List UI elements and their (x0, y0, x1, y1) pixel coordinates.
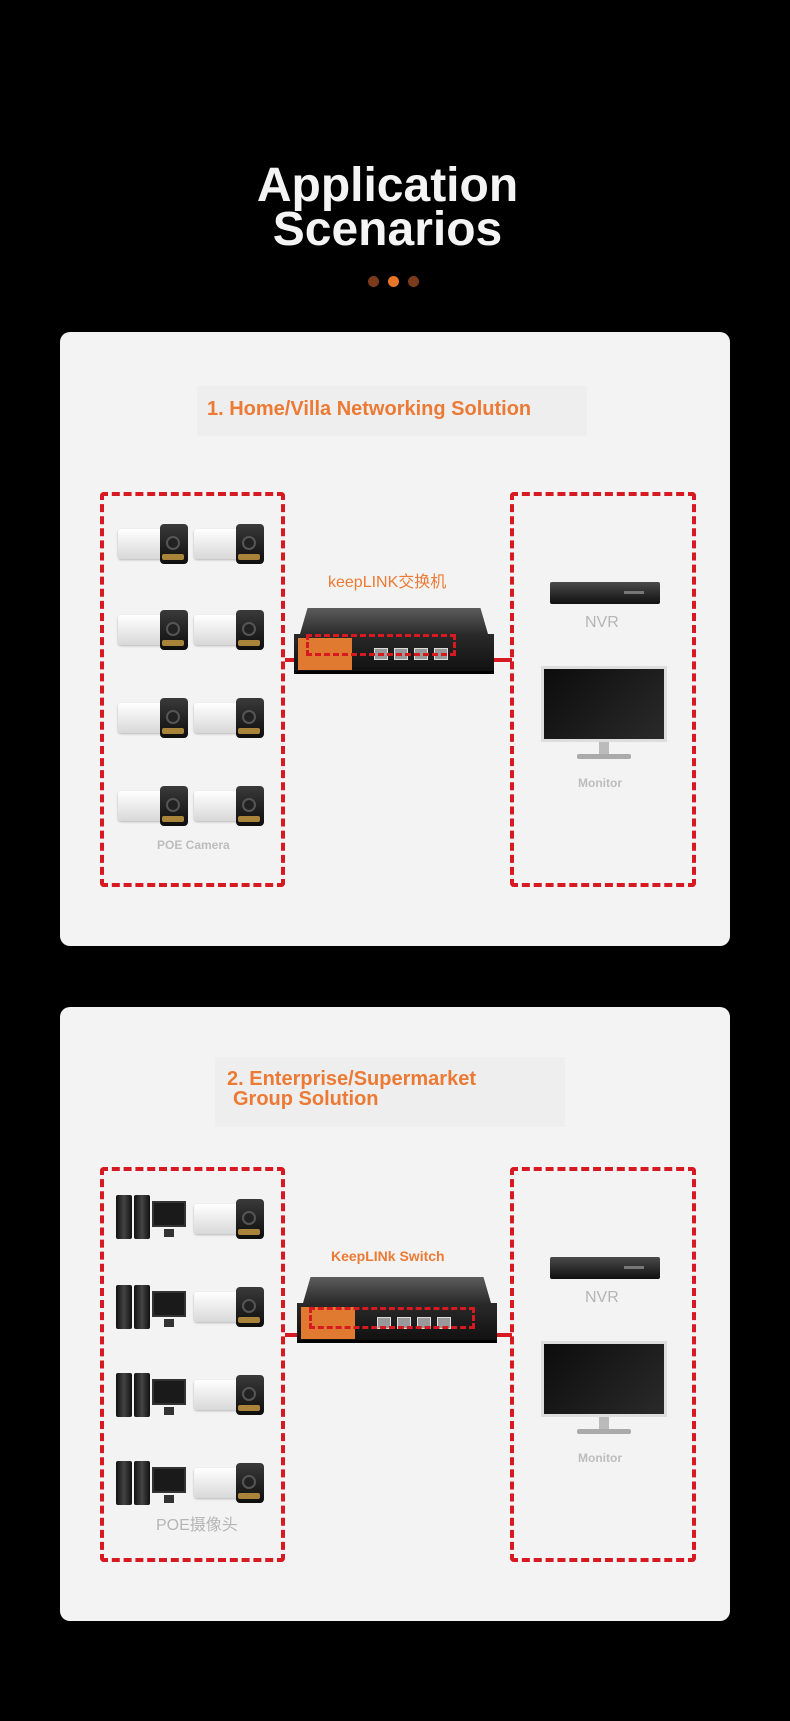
scenario-2-heading: 2. Enterprise/Supermarket Group Solution (215, 1057, 565, 1127)
camera-icon (194, 524, 264, 564)
device-group-box (100, 1167, 285, 1562)
nvr-label: NVR (585, 1289, 619, 1306)
switch-label: KeepLINk Switch (331, 1248, 445, 1264)
computer-icon (116, 1373, 186, 1417)
monitor-icon (541, 1341, 667, 1441)
camera-icon (118, 786, 188, 826)
page-title: Application Scenarios (0, 159, 775, 256)
camera-icon (194, 786, 264, 826)
decorative-dots (368, 276, 428, 288)
camera-icon (118, 524, 188, 564)
switch-icon (297, 1277, 497, 1347)
computer-icon (116, 1461, 186, 1505)
monitor-label: Monitor (578, 776, 622, 790)
monitor-icon (541, 666, 667, 766)
computer-icon (116, 1195, 186, 1239)
title-line-1: Application (256, 159, 519, 212)
camera-icon (194, 1199, 264, 1239)
switch-icon (294, 608, 494, 678)
camera-icon (194, 1463, 264, 1503)
camera-label: POE摄像头 (156, 1517, 238, 1534)
dot-3 (408, 276, 419, 287)
nvr-icon (550, 582, 660, 604)
scenario-1-panel: 1. Home/Villa Networking Solution POE Ca… (60, 332, 730, 946)
monitor-label: Monitor (578, 1451, 622, 1465)
camera-icon (194, 610, 264, 650)
switch-label: keepLINK交换机 (328, 574, 447, 591)
nvr-icon (550, 1257, 660, 1279)
dot-1 (368, 276, 379, 287)
scenario-2-panel: 2. Enterprise/Supermarket Group Solution… (60, 1007, 730, 1621)
connector-line (493, 1333, 512, 1337)
camera-icon (194, 1375, 264, 1415)
camera-label: POE Camera (157, 838, 230, 852)
recorder-group-box (510, 492, 696, 887)
recorder-group-box (510, 1167, 696, 1562)
camera-icon (194, 698, 264, 738)
title-line-2: Scenarios (272, 203, 503, 256)
scenario-2-heading-line-2: Group Solution (233, 1088, 379, 1110)
camera-icon (118, 610, 188, 650)
scenario-1-heading: 1. Home/Villa Networking Solution (197, 386, 587, 436)
nvr-label: NVR (585, 614, 619, 631)
dot-2 (388, 276, 399, 287)
camera-icon (118, 698, 188, 738)
camera-icon (194, 1287, 264, 1327)
scenario-2-heading-line-1: 2. Enterprise/Supermarket (227, 1068, 476, 1090)
computer-icon (116, 1285, 186, 1329)
camera-group-box (100, 492, 285, 887)
connector-line (490, 658, 512, 662)
